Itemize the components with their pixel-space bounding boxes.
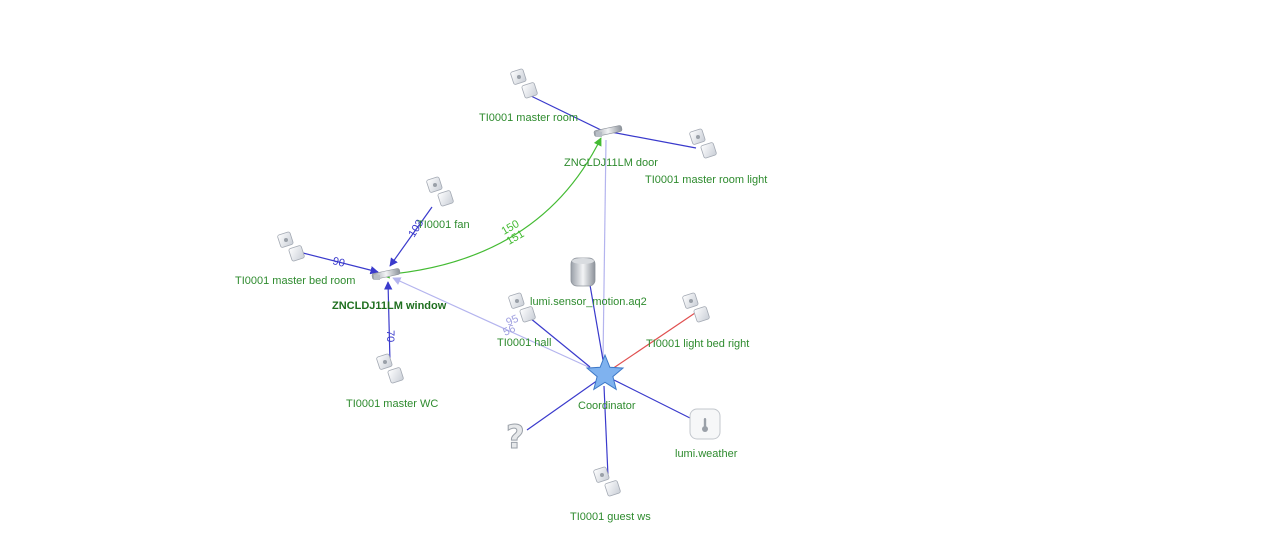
edge-label-bed-room-window: 90 <box>331 255 346 270</box>
curtain-motor-icon <box>371 268 401 280</box>
node-label: Coordinator <box>578 400 636 412</box>
node-master-room[interactable]: TI0001 master room <box>479 68 578 124</box>
node-label: ZNCLDJ11LM door <box>564 157 658 169</box>
wall-switch-icon <box>682 292 710 323</box>
wall-switch-icon <box>508 292 536 323</box>
edge-label-window-coordinator: 56 <box>501 323 517 339</box>
edge-hall-coordinator <box>529 317 591 368</box>
node-label: TI0001 fan <box>417 219 470 231</box>
wall-switch-icon <box>510 68 538 99</box>
node-label: ZNCLDJ11LM window <box>332 300 447 312</box>
edge-door-window <box>381 137 602 279</box>
node-weather[interactable]: lumi.weather <box>675 408 738 460</box>
node-label: TI0001 master room <box>479 112 578 124</box>
node-label: lumi.sensor_motion.aq2 <box>530 296 647 308</box>
wall-switch-icon <box>593 466 621 497</box>
wall-switch-icon <box>277 231 305 262</box>
edge-bed-right-coordinator <box>611 312 696 370</box>
node-label: TI0001 hall <box>497 337 551 349</box>
edge-master-room-light-door <box>610 131 697 149</box>
edge-bed-room-window <box>298 251 379 275</box>
node-label: TI0001 master bed room <box>235 275 355 287</box>
wall-switch-icon <box>689 128 717 159</box>
wall-switch-icon <box>376 353 404 384</box>
node-light-bed-right[interactable]: TI0001 light bed right <box>646 292 749 350</box>
node-label: lumi.weather <box>675 448 738 460</box>
node-label: TI0001 master WC <box>346 398 438 410</box>
edge-label-coordinator-window: 95 <box>504 313 520 329</box>
node-guest-ws[interactable]: TI0001 guest ws <box>570 466 651 523</box>
node-master-room-light[interactable]: TI0001 master room light <box>645 128 767 186</box>
node-fan[interactable]: TI0001 fan <box>417 176 470 231</box>
node-coordinator[interactable]: Coordinator <box>578 353 636 412</box>
node-label: TI0001 guest ws <box>570 511 651 523</box>
node-window[interactable]: ZNCLDJ11LM window <box>332 268 447 312</box>
node-label: TI0001 master room light <box>645 174 767 186</box>
edge-coordinator-window <box>392 277 596 371</box>
curtain-motor-icon <box>593 125 623 137</box>
node-motion-sensor[interactable]: lumi.sensor_motion.aq2 <box>530 257 647 308</box>
edge-master-room-door <box>530 95 602 131</box>
node-master-wc[interactable]: TI0001 master WC <box>346 353 438 410</box>
weather-sensor-icon <box>689 408 721 440</box>
node-master-bed-room[interactable]: TI0001 master bed room <box>235 231 355 287</box>
edge-guest-coordinator <box>603 385 609 477</box>
motion-sensor-icon <box>570 257 596 287</box>
edge-layer: 103 90 70 150 151 95 56 <box>298 95 697 477</box>
wall-switch-icon <box>426 176 454 207</box>
node-door[interactable]: ZNCLDJ11LM door <box>564 125 658 169</box>
edge-wc-window <box>383 281 393 363</box>
node-label: TI0001 light bed right <box>646 338 749 350</box>
edge-unknown-coordinator <box>526 379 599 431</box>
star-icon <box>585 353 625 391</box>
node-hall[interactable]: TI0001 hall <box>497 292 551 349</box>
edge-motion-coordinator <box>589 284 604 361</box>
question-mark-icon: ? <box>506 418 525 456</box>
edge-door-coordinator <box>602 139 607 361</box>
edge-weather-coordinator <box>613 379 691 419</box>
node-unknown-device[interactable]: ? <box>506 418 526 457</box>
edge-label-wc-window: 70 <box>384 330 396 342</box>
